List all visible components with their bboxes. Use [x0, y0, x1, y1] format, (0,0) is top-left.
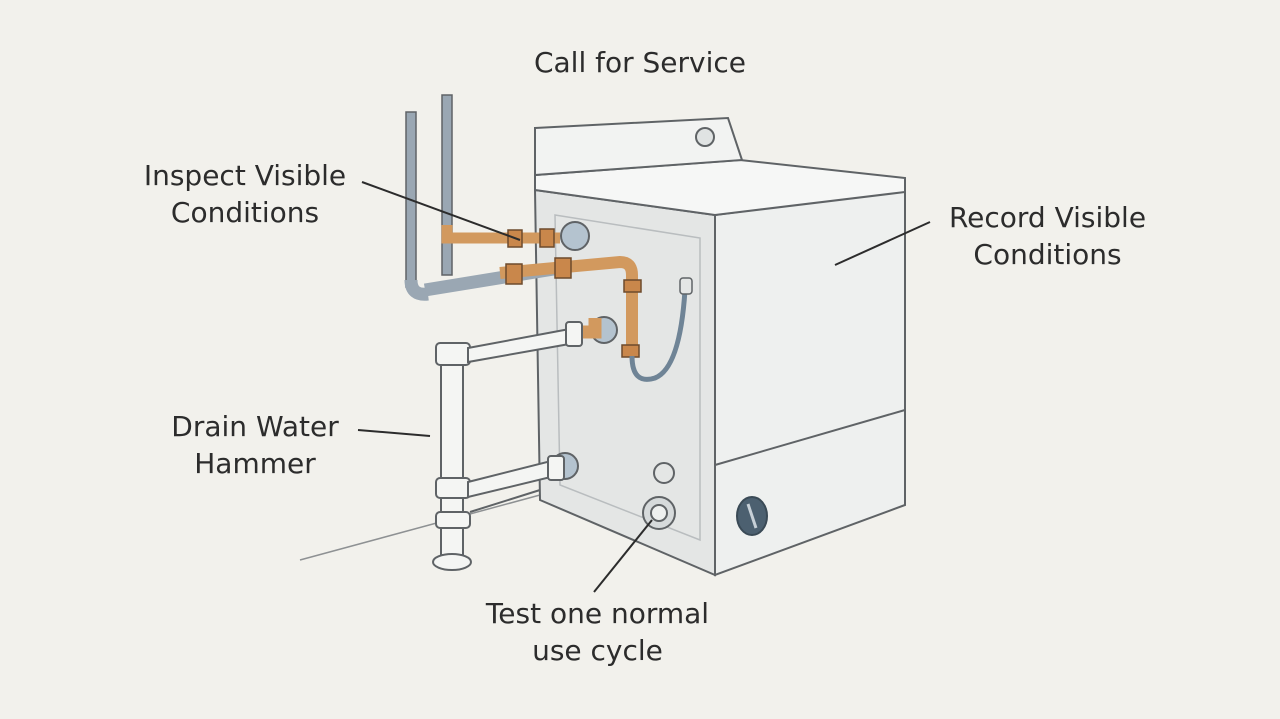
label-inspect-line2: Conditions: [170, 196, 320, 229]
upper-inlet-flange: [560, 221, 590, 251]
label-test-line2: use cycle: [532, 634, 663, 667]
supply-elbow: [404, 279, 429, 301]
label-record-line1: Record Visible: [948, 201, 1147, 234]
flex-hose: [629, 289, 688, 382]
leader-inspect: [361, 181, 521, 241]
leader-record: [834, 221, 931, 266]
appliance-side-panel: [533, 188, 716, 577]
label-inspect-line1: Inspect Visible: [143, 159, 347, 192]
side-panel-inset: [554, 214, 701, 542]
label-drain-water-hammer: Drain Water Hammer: [155, 408, 355, 482]
control-panel: [534, 116, 744, 177]
copper-coupling-6: [621, 344, 640, 358]
arrestor-upper-cap: [565, 321, 583, 347]
label-test-line1: Test one normal: [485, 597, 710, 630]
arrestor-base: [432, 553, 472, 571]
arrestor-tee-top: [435, 342, 471, 366]
label-call-for-service: Call for Service: [520, 44, 760, 81]
arrestor-lower-cap: [547, 455, 565, 481]
front-dial-mark: [746, 503, 758, 529]
hose-connector: [679, 277, 693, 295]
label-drain-line2: Hammer: [194, 447, 316, 480]
arrestor-floor-run: [469, 489, 541, 513]
leader-test: [593, 519, 653, 593]
copper-lower-run: [499, 255, 638, 352]
copper-coupling-3: [505, 263, 523, 285]
label-drain-line1: Drain Water: [171, 410, 339, 443]
leader-drain: [357, 429, 431, 437]
label-record-line2: Conditions: [973, 238, 1122, 271]
drawer-line: [714, 409, 906, 466]
copper-coupling-4: [554, 257, 572, 279]
label-test-one-normal-use-cycle: Test one normal use cycle: [470, 595, 725, 669]
vertical-supply-pipe-right: [441, 94, 453, 276]
arrestor-tee-mid: [435, 477, 471, 499]
label-record-visible-conditions: Record Visible Conditions: [935, 199, 1160, 273]
copper-coupling-2: [539, 228, 555, 248]
drain-port-inner: [650, 504, 668, 522]
copper-coupling-5: [623, 279, 642, 293]
arrestor-collar: [435, 511, 471, 529]
floor-line: [299, 494, 541, 561]
control-knob: [695, 127, 715, 147]
label-inspect-visible-conditions: Inspect Visible Conditions: [130, 157, 360, 231]
side-plug: [653, 462, 675, 484]
label-call-for-service-text: Call for Service: [533, 46, 747, 79]
